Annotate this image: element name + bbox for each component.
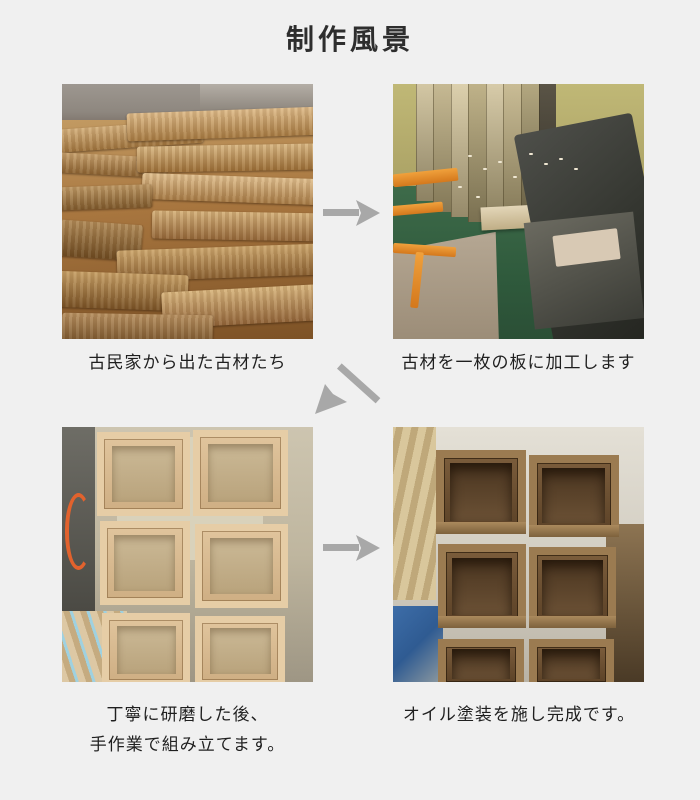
finished-box-mid-right (528, 546, 617, 629)
finished-box-bottom-right (528, 638, 614, 682)
raw-box-bottom-left (102, 613, 190, 682)
assembled-raw-boxes-photo (62, 427, 313, 682)
workshop-planer-photo (393, 84, 644, 339)
step-1-caption: 古民家から出た古材たち (88, 353, 287, 372)
planer-outfeed-table (523, 211, 644, 330)
raw-box-mid-right (195, 523, 288, 609)
orange-air-hose (64, 493, 93, 570)
leaning-lumber (393, 427, 436, 601)
stacked-reclaimed-timber-photo (62, 84, 313, 339)
oiled-finished-boxes-photo (393, 427, 644, 682)
step-3-caption: 丁寧に研磨した後、 手作業で組み立てます。 (89, 705, 286, 754)
arrow-step2-to-step3 (313, 356, 385, 423)
photo-4-scene (393, 427, 644, 682)
raw-box-top-left (97, 432, 190, 517)
raw-box-bottom-right (195, 615, 286, 682)
arrow-step1-to-step2 (323, 196, 381, 235)
page-title: 制作風景 (285, 25, 414, 56)
finished-box-bottom-left (438, 638, 524, 682)
blue-painted-floor (393, 605, 444, 682)
finished-box-top-right (528, 455, 619, 537)
raw-box-mid-left (99, 521, 190, 606)
step-2-caption: 古材を一枚の板に加工します (401, 353, 636, 372)
step-4-caption: オイル塗装を施し完成です。 (402, 705, 636, 724)
raw-box-top-right (192, 429, 288, 517)
photo-3-scene (62, 427, 313, 682)
photo-1-scene (62, 84, 313, 339)
photo-2-scene (393, 84, 644, 339)
finished-box-top-left (435, 449, 527, 535)
arrow-step3-to-step4 (323, 531, 381, 570)
finished-box-mid-left (438, 544, 527, 629)
